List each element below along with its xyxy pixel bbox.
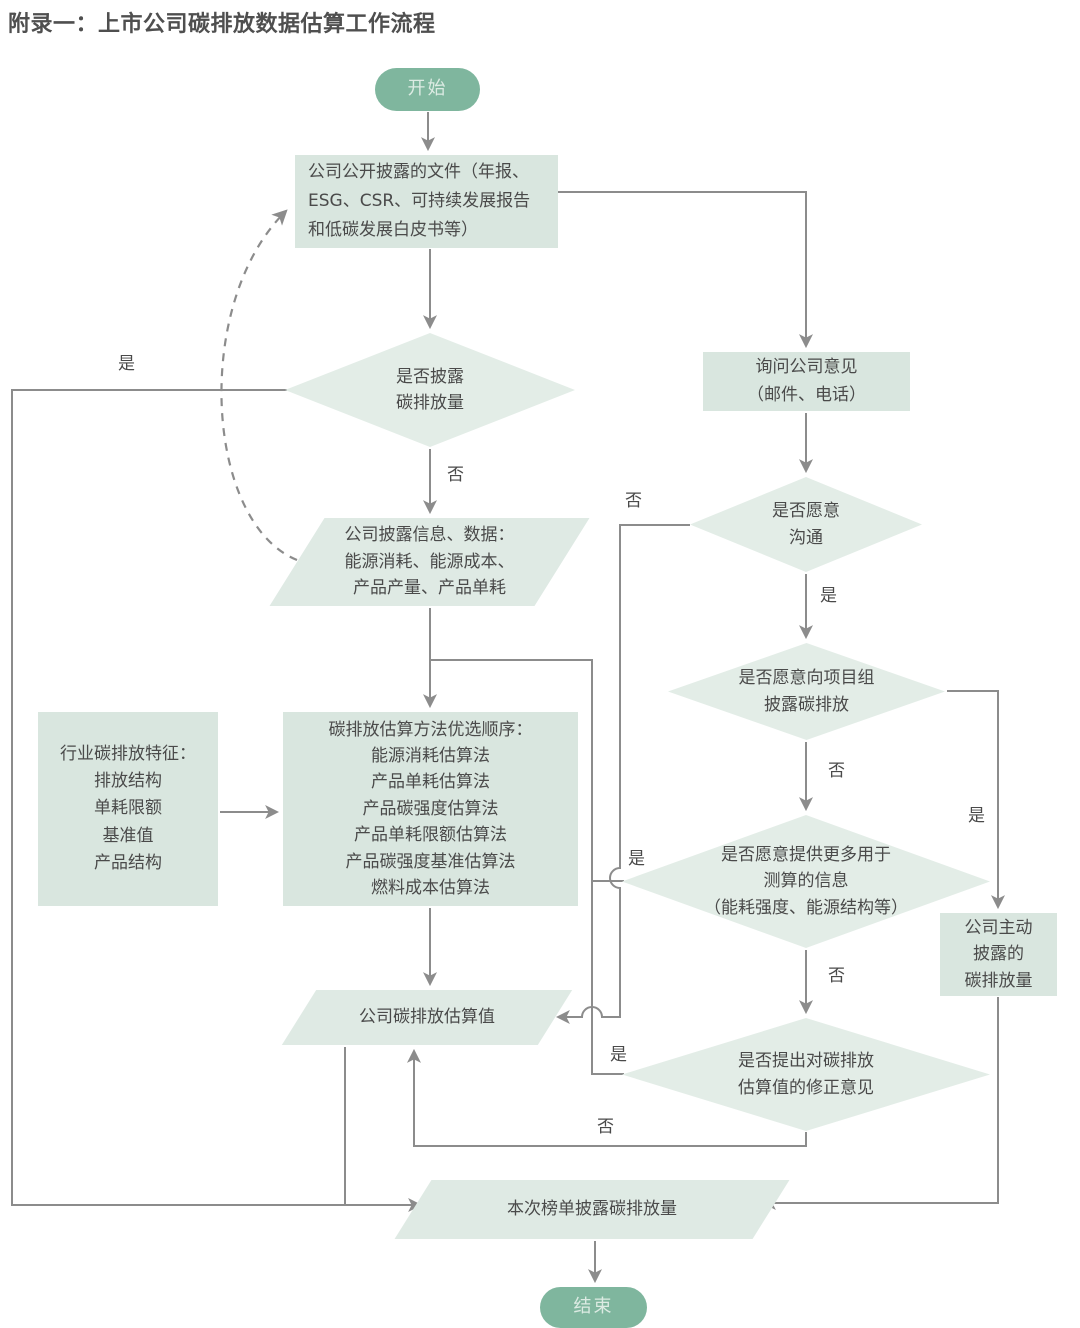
edge-disclose-yes-to-final [11, 389, 423, 1212]
text-line: 和低碳发展白皮书等） [308, 220, 478, 241]
branch-label-yes: 是 [610, 1045, 627, 1065]
parallelogram-content: 本次榜单披露碳排放量 [413, 1180, 771, 1239]
text-line: 结束 [573, 1296, 614, 1318]
text-line: 是否愿意向项目组 [738, 668, 875, 689]
self-disclosed-box: 公司主动 披露的 碳排放量 [940, 913, 1057, 996]
text-line: 公司主动 [964, 917, 1033, 938]
branch-label-yes: 是 [118, 354, 135, 374]
branch-label-no: 否 [447, 465, 464, 485]
text-line: 产品碳强度估算法 [362, 798, 499, 819]
final-disclosure-parallelogram: 本次榜单披露碳排放量 [394, 1180, 790, 1239]
branch-label-yes: 是 [968, 806, 985, 826]
text-line: 能源消耗、能源成本、 [344, 551, 515, 572]
parallelogram-content: 公司碳排放估算值 [299, 990, 555, 1045]
parallelogram-content: 公司披露信息、数据： 能源消耗、能源成本、 产品产量、产品单耗 [297, 518, 562, 606]
text-line: 公司披露信息、数据： [344, 525, 515, 546]
estimate-parallelogram: 公司碳排放估算值 [281, 990, 573, 1045]
text-line: 测算的信息 [763, 871, 849, 892]
edge-dashed-info-to-docs [220, 209, 298, 562]
text-line: 披露碳排放 [764, 694, 849, 715]
text-line: ESG、CSR、可持续发展报告 [308, 190, 531, 211]
text-line: 沟通 [789, 527, 823, 548]
text-line: 估算值的修正意见 [738, 1077, 874, 1098]
text-line: （能耗强度、能源结构等） [704, 897, 908, 918]
text-line: 基准值 [102, 825, 154, 846]
text-line: 公司公开披露的文件（年报、 [308, 161, 529, 182]
branch-label-yes: 是 [820, 586, 837, 606]
text-line: 产品结构 [94, 852, 162, 873]
text-line: 是否愿意提供更多用于 [721, 844, 891, 865]
edge-willing-no-to-estimate [555, 524, 690, 1024]
edge-feedback-to-methods [430, 659, 624, 1075]
text-line: 产品产量、产品单耗 [353, 578, 506, 599]
edge-revision-no-to-estimate [407, 1048, 807, 1147]
disclosed-info-parallelogram: 公司披露信息、数据： 能源消耗、能源成本、 产品产量、产品单耗 [269, 518, 590, 606]
branch-label-no: 否 [828, 966, 845, 986]
text-line: 产品单耗估算法 [371, 772, 490, 793]
text-line: 碳排放量 [396, 393, 464, 413]
text-line: 碳排放量 [964, 970, 1033, 991]
text-line: 开始 [407, 78, 448, 100]
branch-label-yes: 是 [628, 849, 645, 869]
edge-team-yes-to-self-disclosed [947, 690, 1005, 910]
public-docs-box: 公司公开披露的文件（年报、 ESG、CSR、可持续发展报告 和低碳发展白皮书等） [295, 155, 558, 248]
text-line: 产品碳强度基准估算法 [345, 851, 516, 872]
text-line: 询问公司意见 [755, 357, 858, 378]
text-line: 产品单耗限额估算法 [354, 825, 507, 846]
branch-label-no: 否 [828, 761, 845, 781]
branch-label-no: 否 [625, 491, 642, 511]
text-line: 碳排放估算方法优选顺序： [328, 719, 533, 740]
text-line: 排放结构 [94, 771, 162, 792]
estimation-methods-box: 碳排放估算方法优选顺序： 能源消耗估算法 产品单耗估算法 产品碳强度估算法 产品… [283, 712, 578, 906]
text-line: 是否提出对碳排放 [738, 1051, 874, 1072]
text-line: 公司碳排放估算值 [359, 1006, 495, 1027]
start-node: 开始 [375, 68, 480, 111]
text-line: 披露的 [973, 944, 1024, 965]
edge-docs-to-ask-company [558, 191, 813, 349]
text-line: 能源消耗估算法 [371, 746, 490, 767]
text-line: 是否愿意 [772, 501, 840, 522]
text-line: 燃料成本估算法 [371, 877, 490, 898]
end-node: 结束 [540, 1287, 647, 1328]
text-line: （邮件、电话） [747, 384, 866, 405]
text-line: 行业碳排放特征： [60, 744, 196, 765]
industry-features-box: 行业碳排放特征： 排放结构 单耗限额 基准值 产品结构 [38, 712, 218, 906]
ask-company-box: 询问公司意见 （邮件、电话） [703, 352, 910, 411]
text-line: 是否披露 [396, 366, 464, 387]
page-title: 附录一：上市公司碳排放数据估算工作流程 [8, 12, 436, 37]
branch-label-no: 否 [597, 1117, 614, 1137]
text-line: 本次榜单披露碳排放量 [507, 1198, 677, 1219]
text-line: 单耗限额 [94, 798, 162, 819]
edge-self-disclosed-to-final [761, 997, 999, 1210]
